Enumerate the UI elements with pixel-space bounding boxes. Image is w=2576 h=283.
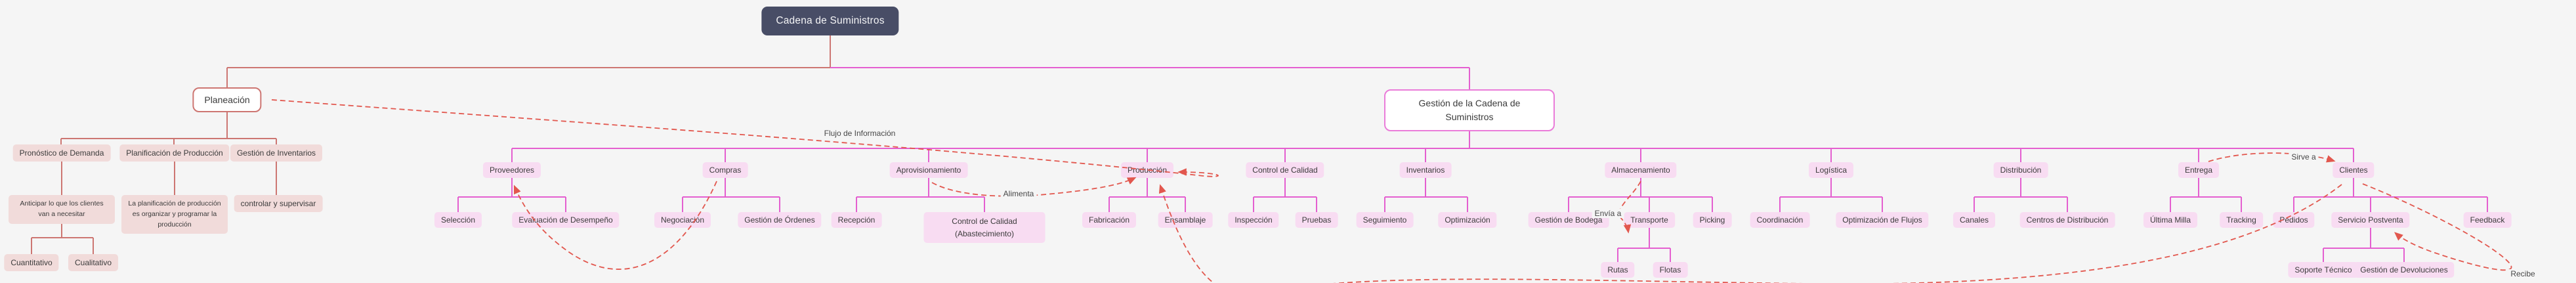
node-gestion-cadena[interactable]: Gestión de la Cadena de Suministros [1384,89,1555,131]
node-entrega[interactable]: Entrega [2178,162,2220,178]
note-pronostico[interactable]: Anticipar lo que los clientes van a nece… [9,195,115,224]
node-transporte[interactable]: Transporte [1624,212,1675,228]
relation-label-1: Alimenta [1000,189,1037,198]
node-soporte-tecnico[interactable]: Soporte Técnico [2288,262,2359,278]
node-gestion-inventarios[interactable]: Gestión de Inventarios [230,144,323,162]
relation-label-0: Flujo de Información [821,129,898,138]
node-inventarios[interactable]: Inventarios [1399,162,1452,178]
node-planeacion[interactable]: Planeación [192,87,262,112]
node-compras[interactable]: Compras [702,162,748,178]
node-control-calidad[interactable]: Control de Calidad [1246,162,1324,178]
node-almacenamiento[interactable]: Almacenamiento [1605,162,1677,178]
node-ultima-milla[interactable]: Última Milla [2143,212,2198,228]
node-tracking[interactable]: Tracking [2220,212,2263,228]
node-logistica[interactable]: Logística [1808,162,1854,178]
node-aprovisionamiento[interactable]: Aprovisionamiento [889,162,968,178]
node-clientes[interactable]: Clientes [2333,162,2375,178]
node-cuantitativo[interactable]: Cuantitativo [4,254,59,271]
note-planificacion[interactable]: La planificación de producción es organi… [121,195,228,234]
relation-label-4: Recibe [2508,269,2538,278]
relation-arrow-2 [1618,181,1641,234]
node-optimizacion[interactable]: Optimización [1438,212,1497,228]
node-ensamblaje[interactable]: Ensamblaje [1158,212,1213,228]
node-servicio-postventa[interactable]: Servicio Postventa [2331,212,2410,228]
node-proveedores[interactable]: Proveedores [482,162,541,178]
node-pronostico-demanda[interactable]: Pronóstico de Demanda [12,144,111,162]
node-optimizacion-flujos[interactable]: Optimización de Flujos [1836,212,1929,228]
node-pruebas[interactable]: Pruebas [1295,212,1338,228]
relation-arrow-1 [931,177,1137,197]
node-rutas[interactable]: Rutas [1601,262,1635,278]
node-feedback[interactable]: Feedback [2463,212,2512,228]
node-fabricacion[interactable]: Fabricación [1082,212,1137,228]
node-coordinacion[interactable]: Coordinación [1750,212,1810,228]
node-cualitativo[interactable]: Cualitativo [68,254,119,271]
node-control-calidad-abastecimiento[interactable]: Control de Calidad (Abastecimiento) [923,212,1045,244]
node-recepcion[interactable]: Recepción [831,212,882,228]
relation-label-3: Sirve a [2289,152,2319,162]
node-distribucion[interactable]: Distribución [1993,162,2048,178]
node-inspeccion[interactable]: Inspección [1228,212,1279,228]
node-gestion-devoluciones[interactable]: Gestión de Devoluciones [2354,262,2455,278]
relation-arrow-4 [2362,183,2512,271]
note-inventarios[interactable]: controlar y supervisar [234,195,323,212]
node-canales[interactable]: Canales [1953,212,1996,228]
root-node[interactable]: Cadena de Suministros [761,7,899,35]
node-planificacion-produccion[interactable]: Planificación de Producción [119,144,230,162]
node-flotas[interactable]: Flotas [1653,262,1688,278]
node-centros-distribucion[interactable]: Centros de Distribución [2019,212,2115,228]
node-picking[interactable]: Picking [1693,212,1732,228]
relation-arrow-5 [513,181,717,270]
node-produccion[interactable]: Producción [1120,162,1174,178]
node-seleccion[interactable]: Selección [434,212,482,228]
relation-arrow-3 [2208,152,2336,163]
node-evaluacion-desempeno[interactable]: Evaluación de Desempeño [512,212,620,228]
relation-label-2: Envía a [1592,209,1624,218]
node-gestion-ordenes[interactable]: Gestión de Órdenes [738,212,822,228]
relation-arrow-6 [1158,184,2342,283]
relation-arrow-0 [271,99,1219,177]
node-seguimiento[interactable]: Seguimiento [1356,212,1414,228]
